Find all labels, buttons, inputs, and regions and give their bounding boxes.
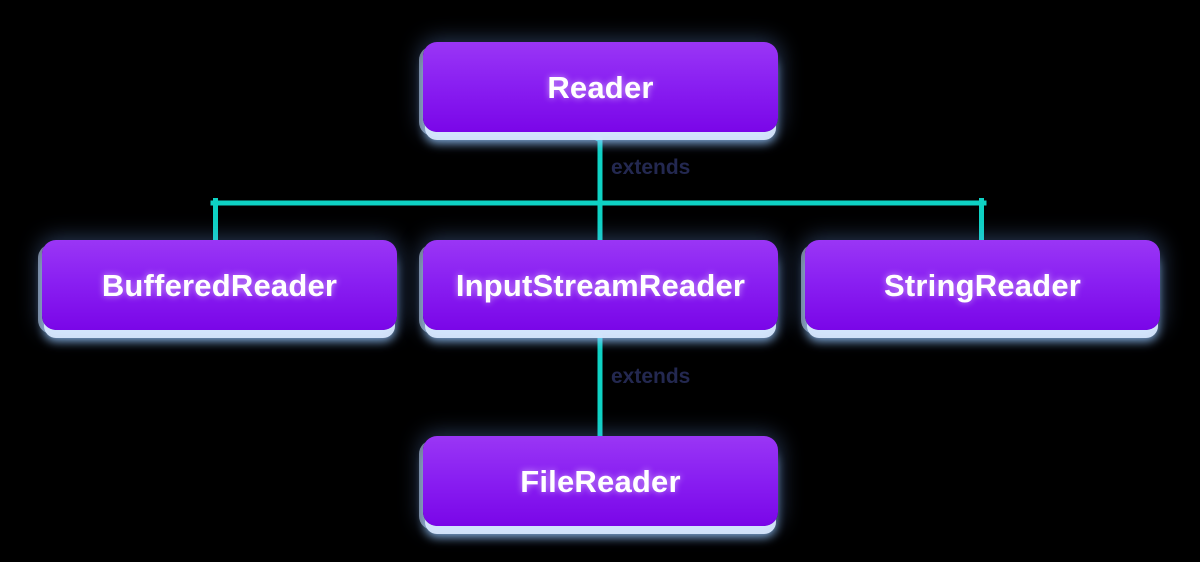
class-node-label: FileReader [520, 463, 681, 499]
class-node-bufferedreader[interactable]: BufferedReader [42, 240, 397, 330]
class-node-filereader[interactable]: FileReader [423, 436, 778, 526]
class-node-label: StringReader [883, 267, 1082, 303]
class-node-stringreader[interactable]: StringReader [805, 240, 1160, 330]
edge-label-extends-upper: extends [611, 156, 691, 179]
class-node-label: Reader [547, 69, 654, 105]
edge-label-extends-lower: extends [611, 365, 691, 388]
class-node-inputstreamreader[interactable]: InputStreamReader [423, 240, 778, 330]
class-node-reader[interactable]: Reader [423, 42, 778, 132]
class-node-label: InputStreamReader [455, 267, 746, 303]
class-node-label: BufferedReader [101, 267, 338, 303]
